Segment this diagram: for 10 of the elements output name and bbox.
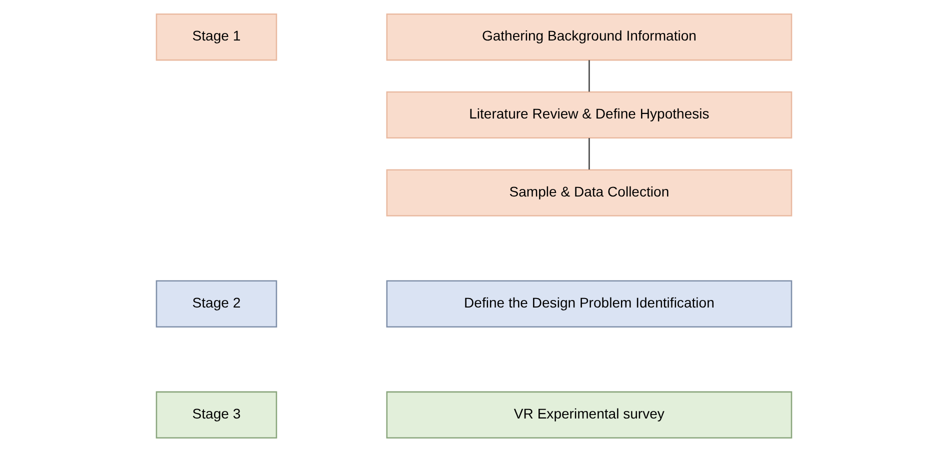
node-box: Stage 1 — [155, 12, 277, 60]
connector — [588, 60, 590, 92]
node-box: VR Experimental survey — [386, 390, 792, 438]
node-box: Stage 3 — [155, 390, 277, 438]
node-box: Define the Design Problem Identification — [386, 280, 792, 327]
node-box: Literature Review & Define Hypothesis — [386, 90, 792, 138]
connector — [588, 138, 590, 170]
node-box: Sample & Data Collection — [386, 168, 792, 216]
node-box: Stage 2 — [155, 280, 277, 327]
node-box: Gathering Background Information — [386, 12, 792, 60]
